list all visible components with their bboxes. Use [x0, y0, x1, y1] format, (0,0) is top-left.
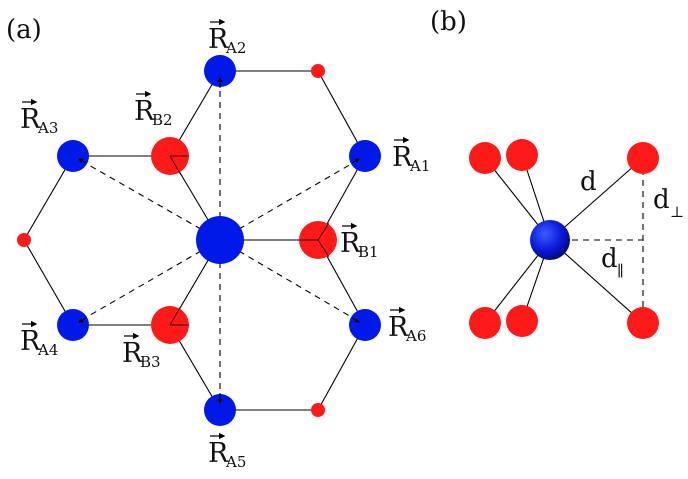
svg-text:B2: B2	[152, 111, 173, 129]
svg-text:d: d	[580, 167, 597, 197]
svg-text:∥: ∥	[617, 262, 624, 280]
label-r-a3: R A3	[20, 98, 58, 137]
label-r-b1: R B1	[340, 222, 379, 261]
svg-text:A3: A3	[37, 119, 58, 137]
svg-text:⊥: ⊥	[670, 203, 684, 221]
panel-b-red-atom-1	[469, 142, 501, 174]
panel-b-cluster: d d ⊥ d ∥	[469, 139, 684, 339]
label-r-a5: R A5	[208, 432, 246, 471]
svg-text:R: R	[208, 24, 229, 55]
svg-text:R: R	[340, 228, 361, 259]
panel-a-arrowheads	[78, 77, 360, 404]
svg-text:R: R	[388, 312, 409, 343]
svg-text:R: R	[20, 326, 41, 357]
svg-text:A2: A2	[225, 39, 246, 57]
svg-text:B3: B3	[140, 353, 161, 371]
svg-text:R: R	[134, 96, 155, 127]
label-d-perp: d ⊥	[653, 185, 684, 221]
label-r-a6: R A6	[388, 306, 426, 345]
svg-text:d: d	[653, 185, 670, 215]
panel-a-dashed-vectors	[72, 71, 366, 410]
atom-a1	[349, 140, 381, 172]
label-d-par: d ∥	[601, 244, 624, 280]
atom-a4	[57, 309, 89, 341]
label-r-b3: R B3	[122, 332, 161, 371]
panel-label-a: (a)	[6, 15, 42, 45]
panel-a-lattice: R A2 R A3 R B2 R A1 R B1 R A4	[17, 18, 430, 471]
atom-a5	[204, 394, 236, 426]
atom-center	[196, 216, 244, 264]
atom-small-red-bottom	[311, 403, 325, 417]
panel-label-b: (b)	[430, 7, 467, 37]
svg-text:R: R	[20, 104, 41, 135]
svg-text:R: R	[208, 438, 229, 469]
panel-b-red-atom-2	[506, 139, 538, 171]
label-d: d	[580, 167, 597, 197]
atom-small-red-left	[17, 233, 31, 247]
svg-text:R: R	[122, 338, 143, 369]
panel-b-red-atom-4	[469, 307, 501, 339]
svg-text:R: R	[392, 142, 413, 173]
panel-b-red-atom-6	[627, 307, 659, 339]
svg-text:d: d	[601, 244, 618, 274]
panel-b-red-atom-5	[506, 305, 538, 337]
label-r-a1: R A1	[392, 136, 430, 175]
atom-small-red-top	[311, 64, 325, 78]
svg-text:A5: A5	[225, 453, 246, 471]
atom-a3	[57, 140, 89, 172]
atom-a6	[349, 309, 381, 341]
svg-text:A1: A1	[409, 157, 430, 175]
panel-b-blue-atom	[530, 220, 570, 260]
panel-b-red-atom-3	[627, 142, 659, 174]
atom-a2	[204, 55, 236, 87]
svg-text:A6: A6	[405, 327, 426, 345]
label-r-a2: R A2	[208, 18, 246, 57]
svg-text:A4: A4	[37, 341, 58, 359]
label-r-a4: R A4	[20, 320, 58, 359]
label-r-b2: R B2	[134, 90, 173, 129]
svg-text:B1: B1	[358, 243, 379, 261]
